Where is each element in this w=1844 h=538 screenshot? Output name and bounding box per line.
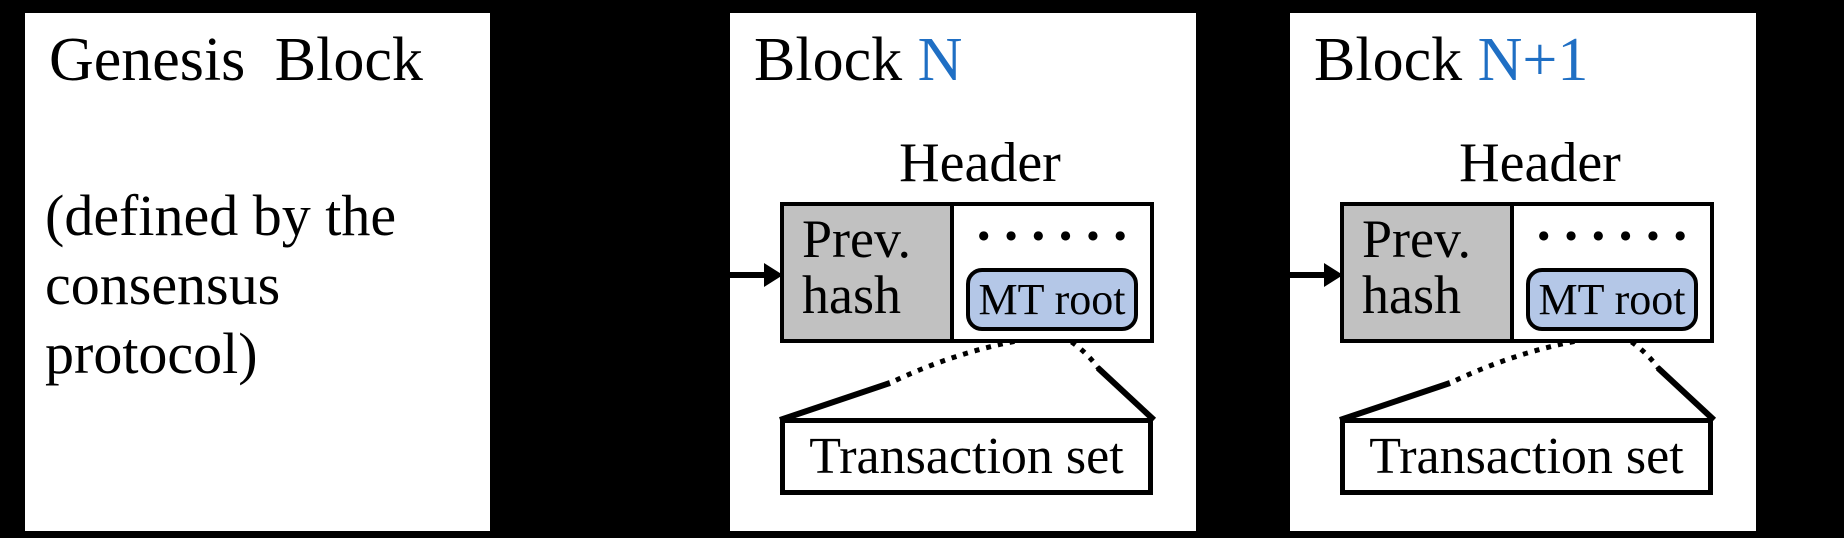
mt-root-expansion-lines <box>779 333 1157 423</box>
block-number: N+1 <box>1477 26 1589 94</box>
block-n: Block N Header Prev. hash ● ● ● ● ● ● MT… <box>730 13 1196 531</box>
genesis-description-line: (defined by the <box>45 183 397 248</box>
header-label: Header <box>899 132 1061 194</box>
transaction-set-box: Transaction set <box>1340 418 1713 495</box>
genesis-description-line: protocol) <box>45 321 258 386</box>
block-title-text: Block <box>754 26 918 94</box>
genesis-block-description: (defined by the consensus protocol) <box>45 181 396 388</box>
prev-hash-line: hash <box>802 265 901 325</box>
mt-root-box: MT root <box>1526 268 1698 331</box>
transaction-set-box: Transaction set <box>780 418 1153 495</box>
genesis-block-title: Genesis Block <box>49 26 423 94</box>
prev-hash-line: Prev. <box>1362 209 1471 269</box>
header-other-fields-cell: ● ● ● ● ● ● MT root <box>954 206 1150 339</box>
block-n1-title: Block N+1 <box>1314 25 1588 96</box>
prev-hash-line: hash <box>1362 265 1461 325</box>
mt-root-box: MT root <box>966 268 1138 331</box>
mt-root-expansion-lines <box>1339 333 1717 423</box>
block-n-title: Block N <box>754 25 962 96</box>
prev-hash-cell: Prev. hash <box>784 206 954 339</box>
prev-hash-arrow-icon <box>730 263 783 287</box>
prev-hash-arrow-icon <box>1290 263 1343 287</box>
block-number: N <box>917 26 963 94</box>
block-title-text: Block <box>1314 26 1478 94</box>
prev-hash-line: Prev. <box>802 209 911 269</box>
block-header-box: Prev. hash ● ● ● ● ● ● MT root <box>1340 202 1714 343</box>
header-other-fields-cell: ● ● ● ● ● ● MT root <box>1514 206 1710 339</box>
genesis-description-line: consensus <box>45 252 281 317</box>
block-n-plus-1: Block N+1 Header Prev. hash ● ● ● ● ● ● … <box>1290 13 1756 531</box>
header-label: Header <box>1459 132 1621 194</box>
ellipsis-dots-icon: ● ● ● ● ● ● <box>1538 228 1686 242</box>
prev-hash-cell: Prev. hash <box>1344 206 1514 339</box>
genesis-block: Genesis Block (defined by the consensus … <box>25 13 490 531</box>
block-header-box: Prev. hash ● ● ● ● ● ● MT root <box>780 202 1154 343</box>
ellipsis-dots-icon: ● ● ● ● ● ● <box>978 228 1126 242</box>
